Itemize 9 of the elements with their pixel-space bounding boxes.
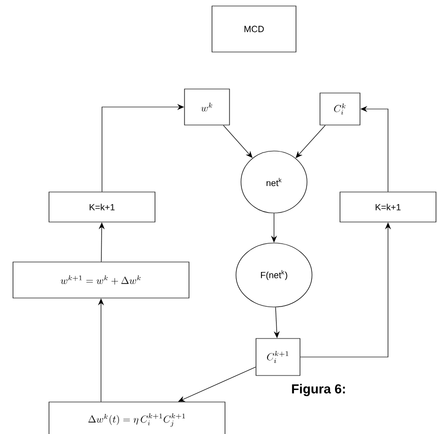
variable-box: $w^{k}$ (184, 88, 230, 126)
figure-caption: Figura 6: (292, 384, 345, 396)
formula-box: $\Delta w^{k}(t) = \eta\, C_{i}^{k+1} C_{j}^{k+1}$ (48, 402, 226, 434)
formula-box: $w^{k+1} = w^{k} + \Delta w^{k}$ (12, 262, 190, 298)
process-box: MCD (212, 6, 296, 52)
process-box: K=k+1 (340, 192, 436, 222)
variable-box: $C_{i}^{k}$ (320, 92, 360, 126)
variable-box: $C_{i}^{k+1}$ (256, 338, 300, 376)
process-box: K=k+1 (48, 192, 156, 222)
